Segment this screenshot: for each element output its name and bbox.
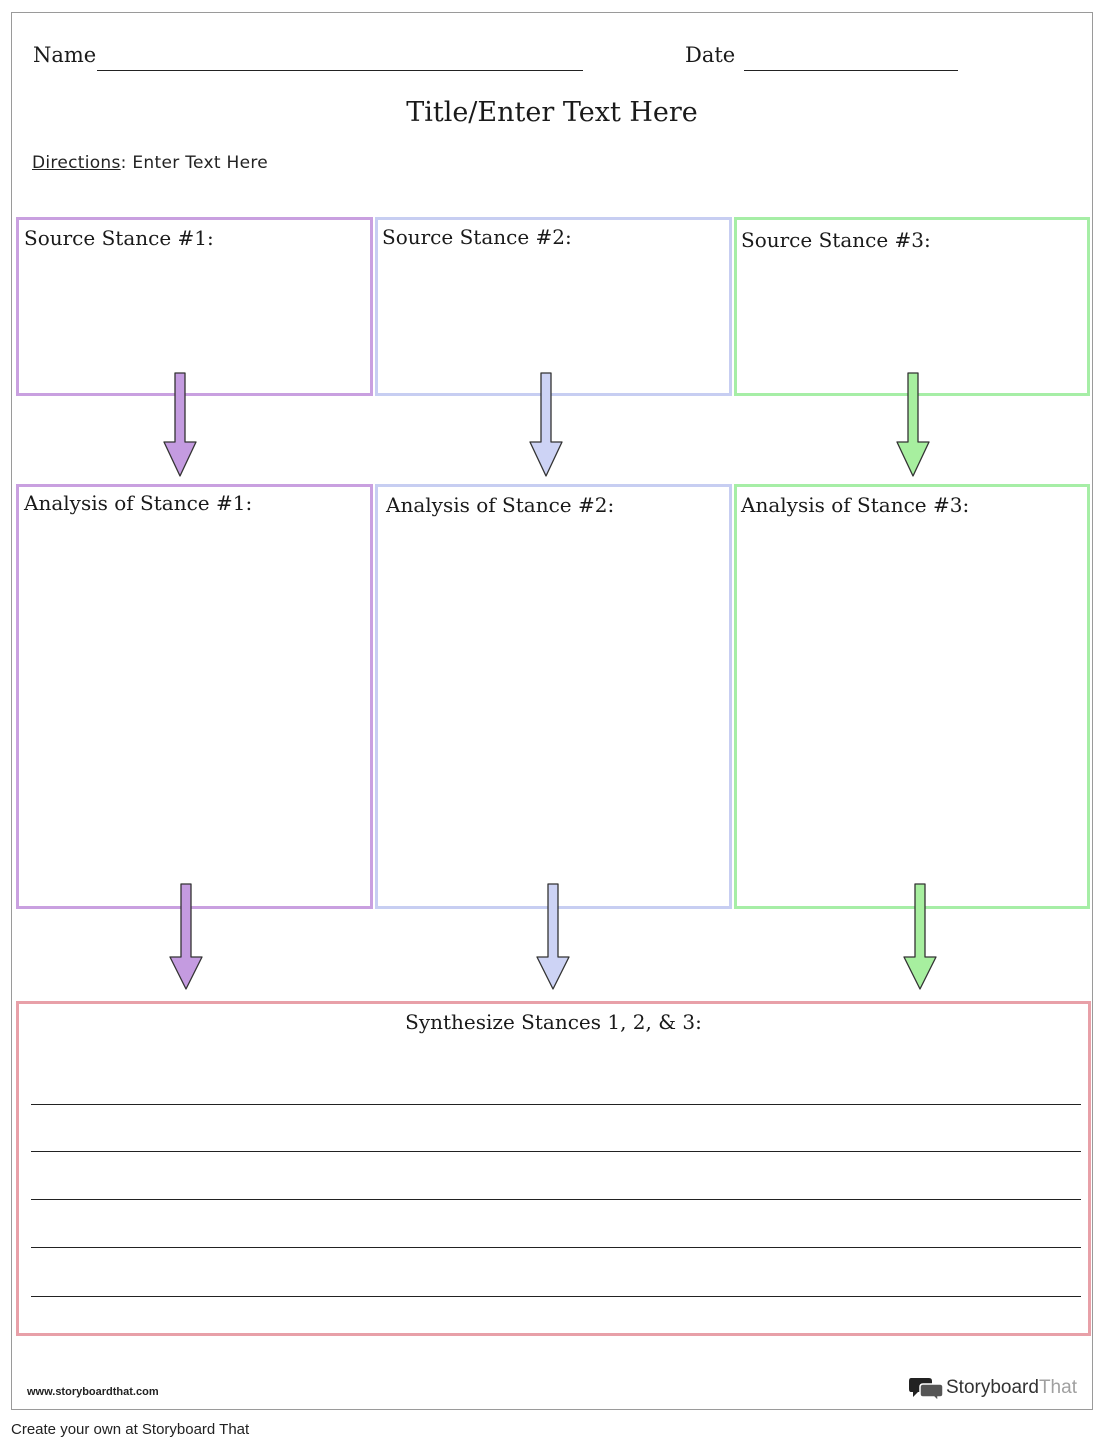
directions[interactable]: Directions: Enter Text Here (32, 153, 268, 173)
synthesis-label: Synthesize Stances 1, 2, & 3: (405, 1010, 702, 1034)
directions-label: Directions (32, 153, 121, 173)
page-title[interactable]: Title/Enter Text Here (406, 97, 698, 128)
date-label: Date (685, 43, 736, 67)
writing-line[interactable] (31, 1151, 1081, 1152)
bottom-caption[interactable]: Create your own at Storyboard That (11, 1421, 250, 1438)
arrow-down-icon (536, 883, 570, 990)
source-stance-3-box[interactable]: Source Stance #3: (734, 217, 1090, 396)
brand-storyboard: Storyboard (946, 1377, 1039, 1398)
analysis-stance-1-box[interactable]: Analysis of Stance #1: (16, 484, 373, 909)
analysis-stance-3-box[interactable]: Analysis of Stance #3: (734, 484, 1090, 909)
source-stance-2-label: Source Stance #2: (382, 225, 572, 249)
arrow-down-icon (163, 372, 197, 477)
writing-line[interactable] (31, 1104, 1081, 1105)
writing-line[interactable] (31, 1247, 1081, 1248)
source-stance-1-label: Source Stance #1: (24, 226, 214, 250)
arrow-down-icon (169, 883, 203, 990)
synthesis-box[interactable]: Synthesize Stances 1, 2, & 3: (16, 1001, 1091, 1336)
date-line[interactable] (744, 70, 958, 71)
writing-line[interactable] (31, 1296, 1081, 1297)
arrow-down-icon (903, 883, 937, 990)
worksheet-page: Name Date Title/Enter Text Here Directio… (11, 12, 1093, 1410)
brand-that: That (1038, 1377, 1077, 1398)
footer-url[interactable]: www.storyboardthat.com (27, 1386, 159, 1398)
directions-text: : Enter Text Here (120, 153, 269, 173)
analysis-stance-2-box[interactable]: Analysis of Stance #2: (375, 484, 732, 909)
arrow-down-icon (896, 372, 930, 477)
speech-bubbles-icon (909, 1378, 943, 1401)
source-stance-2-box[interactable]: Source Stance #2: (375, 217, 732, 396)
analysis-stance-1-label: Analysis of Stance #1: (24, 491, 253, 515)
source-stance-1-box[interactable]: Source Stance #1: (16, 217, 373, 396)
source-stance-3-label: Source Stance #3: (741, 228, 931, 252)
writing-line[interactable] (31, 1199, 1081, 1200)
name-line[interactable] (97, 70, 583, 71)
name-label: Name (33, 43, 97, 67)
analysis-stance-2-label: Analysis of Stance #2: (386, 493, 615, 517)
arrow-down-icon (529, 372, 563, 477)
analysis-stance-3-label: Analysis of Stance #3: (741, 493, 970, 517)
